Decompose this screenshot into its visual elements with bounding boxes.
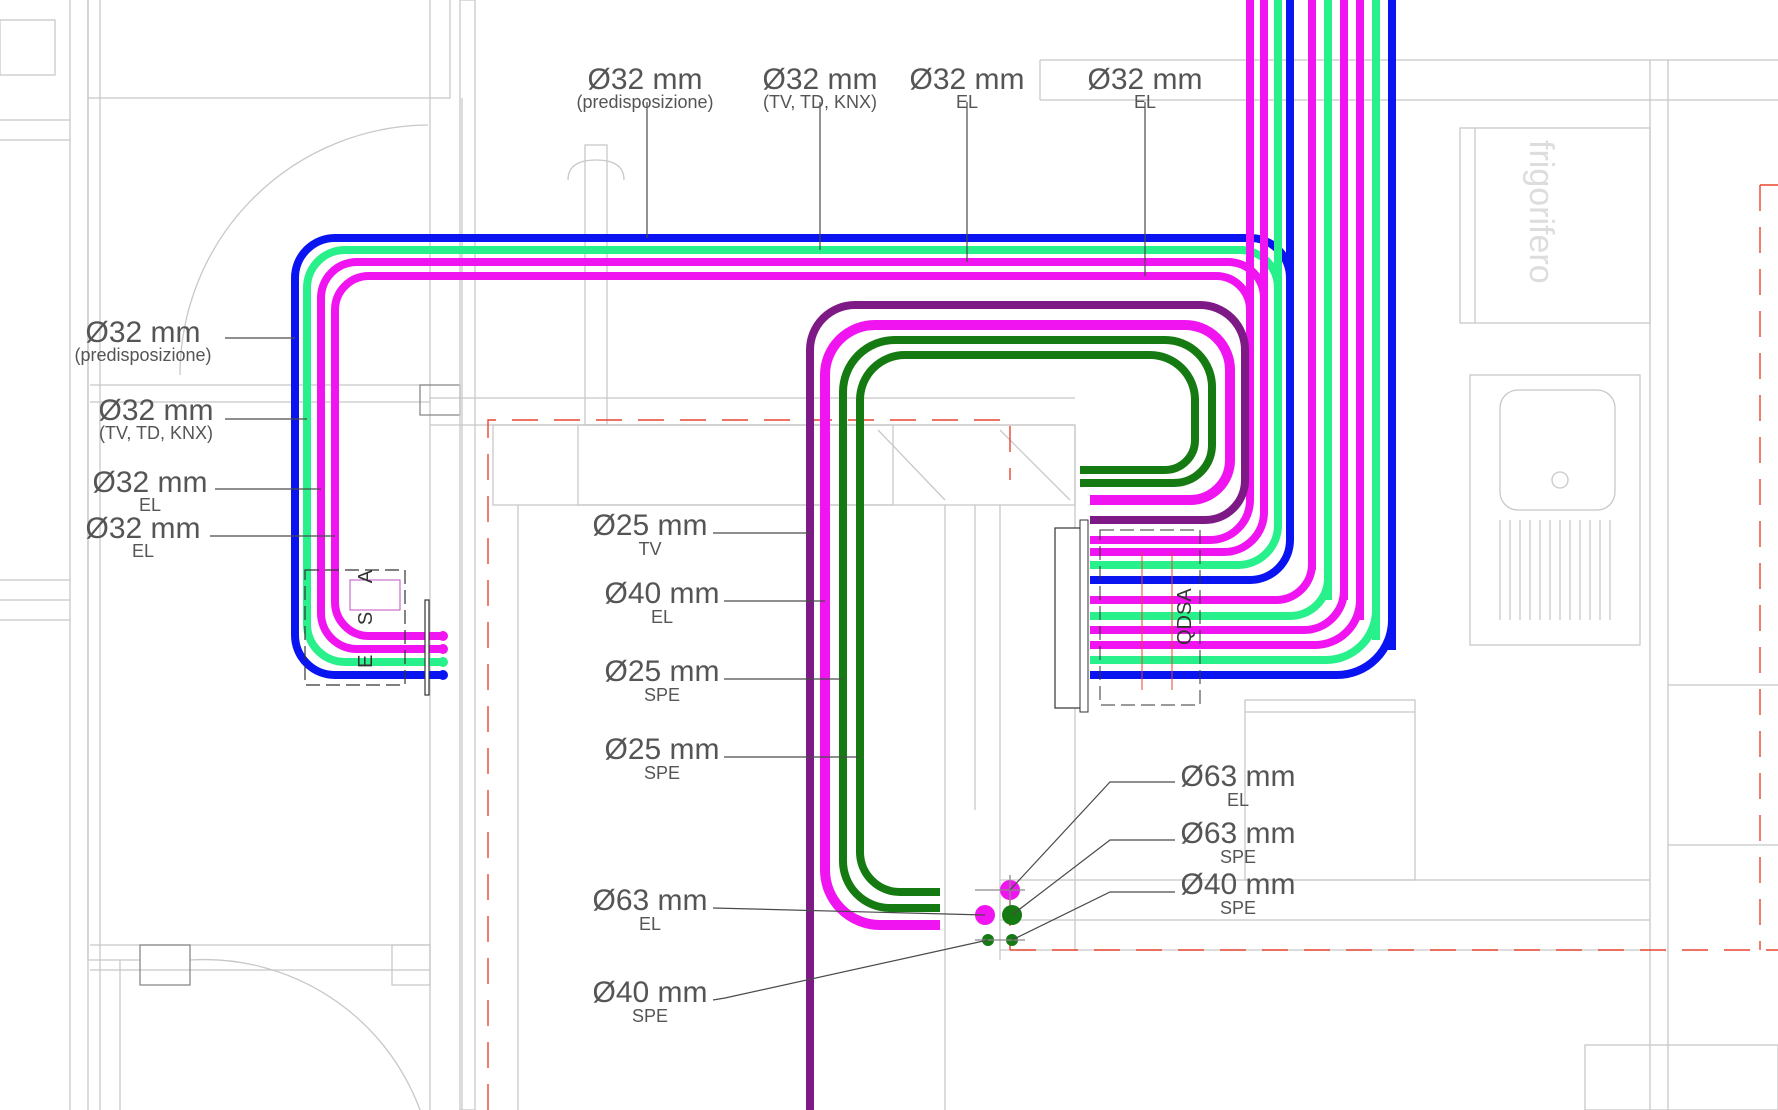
- svg-text:Ø63 mm: Ø63 mm: [1180, 817, 1295, 850]
- labels-top: Ø32 mm (predisposizione) Ø32 mm (TV, TD,…: [576, 63, 1202, 112]
- svg-text:SPE: SPE: [1220, 898, 1256, 918]
- conduit-bundles: [291, 0, 1396, 1110]
- svg-text:EL: EL: [956, 92, 978, 112]
- svg-text:Ø32 mm: Ø32 mm: [762, 63, 877, 96]
- svg-text:TV: TV: [638, 539, 661, 559]
- svg-text:Ø40 mm: Ø40 mm: [592, 976, 707, 1009]
- svg-text:Ø32 mm: Ø32 mm: [85, 512, 200, 545]
- leader-lines: [210, 102, 1175, 1001]
- svg-text:Ø63 mm: Ø63 mm: [1180, 760, 1295, 793]
- svg-text:(TV, TD, KNX): (TV, TD, KNX): [99, 423, 213, 443]
- label-mid-6: Ø40 mm SPE: [592, 976, 707, 1026]
- svg-text:Ø32 mm: Ø32 mm: [1087, 63, 1202, 96]
- svg-text:Ø25 mm: Ø25 mm: [604, 655, 719, 688]
- fridge-label: frigorifero: [1522, 140, 1560, 284]
- svg-text:EL: EL: [651, 607, 673, 627]
- svg-text:Ø32 mm: Ø32 mm: [587, 63, 702, 96]
- svg-text:EL: EL: [1227, 790, 1249, 810]
- label-right-1: Ø63 mm EL: [1180, 760, 1295, 810]
- svg-text:Ø32 mm: Ø32 mm: [85, 316, 200, 349]
- labels-right: Ø63 mm EL Ø63 mm SPE Ø40 mm SPE: [1180, 760, 1295, 918]
- svg-text:SPE: SPE: [632, 1006, 668, 1026]
- label-left-3: Ø32 mm EL: [92, 466, 207, 515]
- label-left-1: Ø32 mm (predisposizione): [74, 316, 211, 365]
- svg-text:(predisposizione): (predisposizione): [74, 345, 211, 365]
- panel-qdsa-label: QDSA: [1174, 588, 1196, 645]
- svg-text:Ø32 mm: Ø32 mm: [98, 394, 213, 427]
- label-mid-3: Ø25 mm SPE: [604, 655, 719, 705]
- label-top-4: Ø32 mm EL: [1087, 63, 1202, 112]
- svg-text:(predisposizione): (predisposizione): [576, 92, 713, 112]
- labels-left: Ø32 mm (predisposizione) Ø32 mm (TV, TD,…: [74, 316, 213, 561]
- svg-text:Ø40 mm: Ø40 mm: [1180, 868, 1295, 901]
- panel-qdsa: QDSA: [1054, 519, 1201, 713]
- panel-esa-label: E S A: [355, 558, 377, 668]
- dot-magenta-b: [438, 644, 448, 654]
- label-right-2: Ø63 mm SPE: [1180, 817, 1295, 867]
- panel-esa: E S A: [304, 558, 430, 696]
- label-right-3: Ø40 mm SPE: [1180, 868, 1295, 918]
- label-top-1: Ø32 mm (predisposizione): [576, 63, 713, 112]
- label-mid-5: Ø63 mm EL: [592, 884, 707, 934]
- dot-green: [438, 657, 448, 667]
- svg-text:Ø25 mm: Ø25 mm: [604, 733, 719, 766]
- svg-text:EL: EL: [139, 495, 161, 515]
- dot-blue: [438, 670, 448, 680]
- svg-text:Ø32 mm: Ø32 mm: [909, 63, 1024, 96]
- svg-text:SPE: SPE: [644, 685, 680, 705]
- label-mid-4: Ø25 mm SPE: [604, 733, 719, 783]
- svg-text:Ø40 mm: Ø40 mm: [604, 577, 719, 610]
- conduit-magenta-el-2: [331, 0, 1254, 640]
- label-top-3: Ø32 mm EL: [909, 63, 1024, 112]
- labels-middle: Ø25 mm TV Ø40 mm EL Ø25 mm SPE Ø25 mm SP…: [592, 509, 719, 1026]
- svg-text:EL: EL: [639, 914, 661, 934]
- conduit-magenta-el-1: [317, 0, 1268, 653]
- svg-text:Ø25 mm: Ø25 mm: [592, 509, 707, 542]
- svg-text:EL: EL: [1134, 92, 1156, 112]
- dot-magenta-a: [438, 631, 448, 641]
- conduit-end-dots: [438, 631, 1025, 946]
- svg-text:EL: EL: [132, 541, 154, 561]
- svg-text:SPE: SPE: [1220, 847, 1256, 867]
- conduit-darkgreen-spe-2: [856, 351, 1199, 896]
- label-left-4: Ø32 mm EL: [85, 512, 200, 561]
- conduit-magenta-el-40: [820, 320, 1235, 930]
- svg-text:(TV, TD, KNX): (TV, TD, KNX): [763, 92, 877, 112]
- conduit-purple-tv-25: [806, 301, 1249, 1110]
- svg-text:SPE: SPE: [644, 763, 680, 783]
- sink-drainboard: [1499, 520, 1611, 620]
- label-mid-1: Ø25 mm TV: [592, 509, 707, 559]
- svg-text:Ø32 mm: Ø32 mm: [92, 466, 207, 499]
- conduit-darkgreen-spe-1: [839, 336, 1216, 912]
- label-mid-2: Ø40 mm EL: [604, 577, 719, 627]
- label-top-2: Ø32 mm (TV, TD, KNX): [762, 63, 877, 112]
- svg-text:Ø63 mm: Ø63 mm: [592, 884, 707, 917]
- label-left-2: Ø32 mm (TV, TD, KNX): [98, 394, 213, 443]
